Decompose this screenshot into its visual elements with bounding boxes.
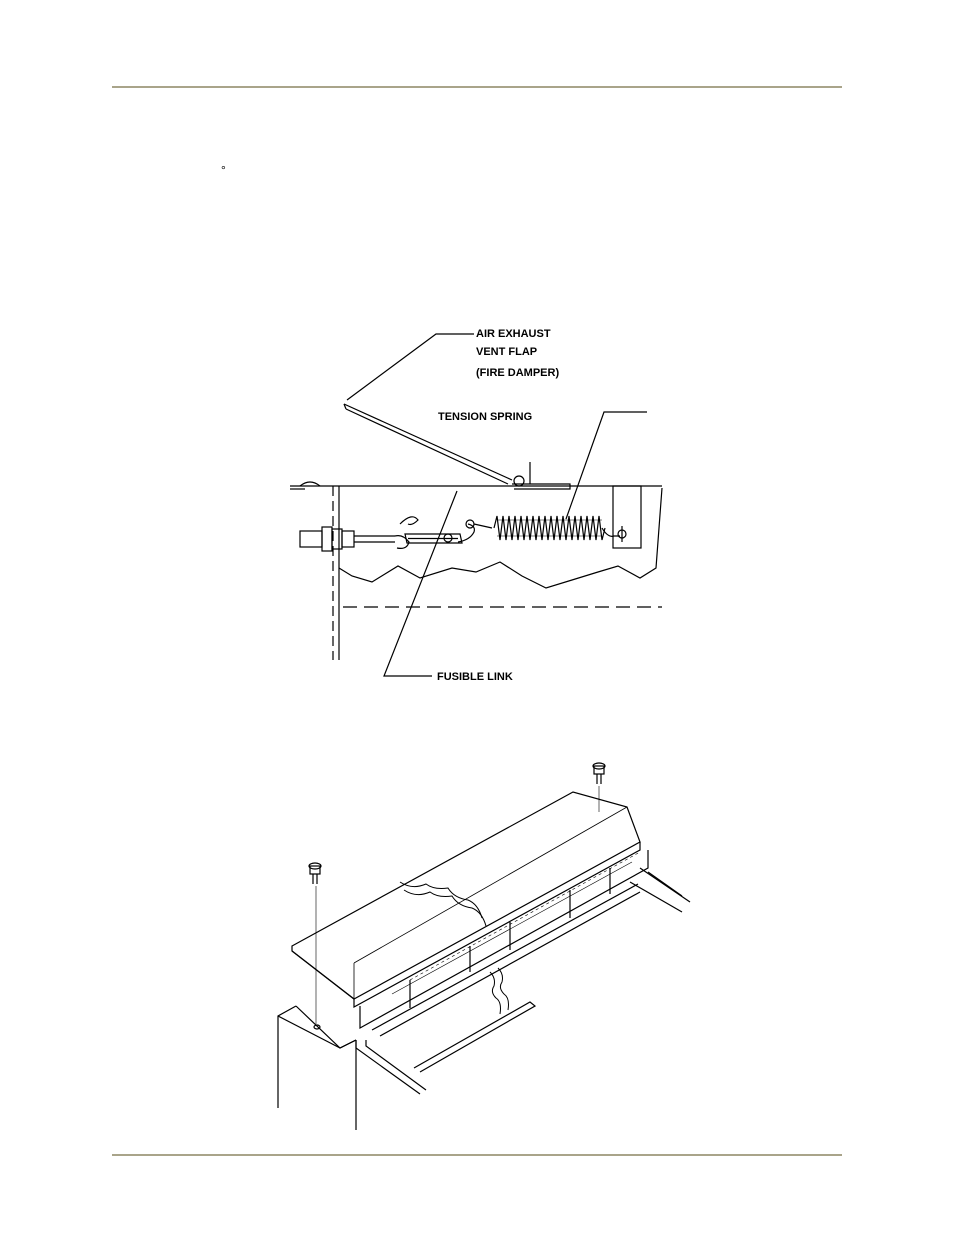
screw-left <box>308 862 322 1030</box>
label-fusible-link: FUSIBLE LINK <box>437 671 513 683</box>
footer-rule <box>112 1154 842 1156</box>
fire-damper-section-drawing <box>290 333 663 677</box>
vent-hood-isometric-drawing <box>277 762 691 1130</box>
label-tension-spring: TENSION SPRING <box>438 411 532 423</box>
label-fire-damper: (FIRE DAMPER) <box>476 367 559 379</box>
label-vent-flap: VENT FLAP <box>476 346 537 358</box>
header-rule <box>112 86 842 88</box>
degree-symbol: ° <box>221 163 226 177</box>
screw-right <box>592 762 606 812</box>
label-air-exhaust: AIR EXHAUST <box>476 328 551 340</box>
